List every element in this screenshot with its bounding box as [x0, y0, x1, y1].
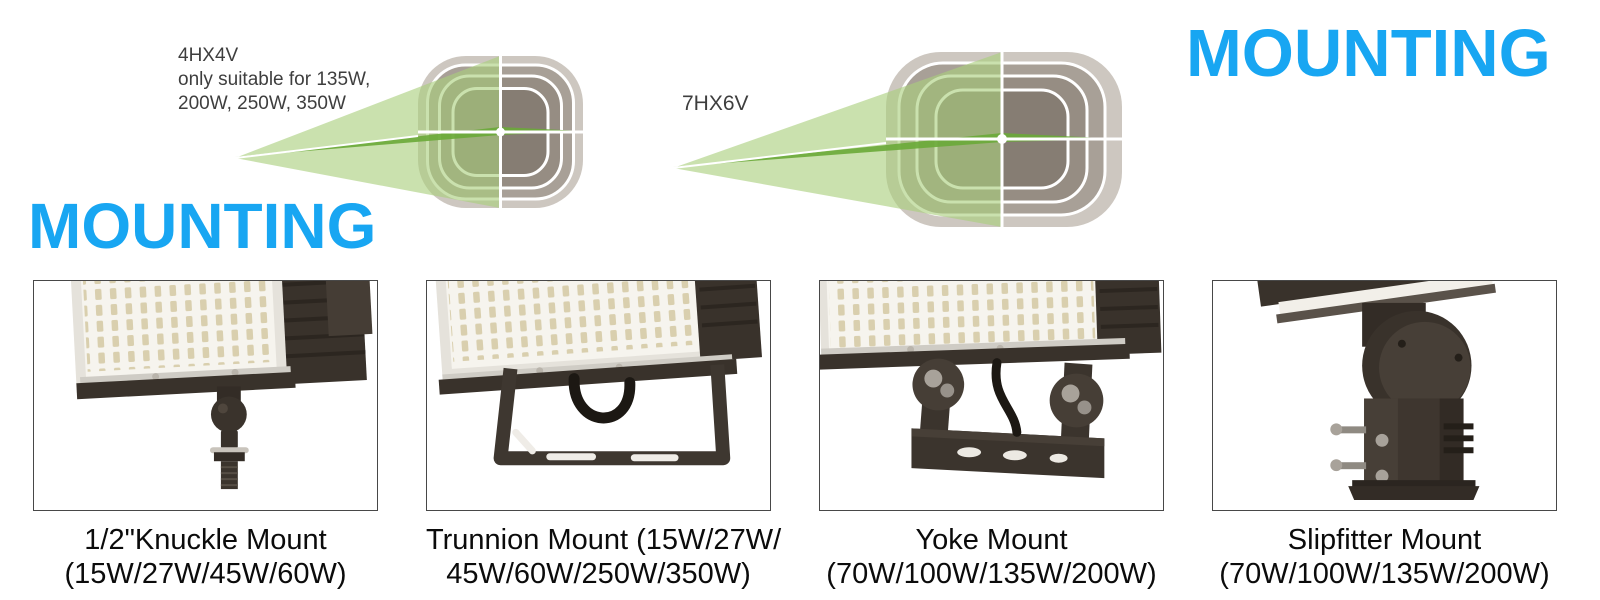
mount-caption-line: (70W/100W/135W/200W) [826, 558, 1157, 590]
mount-caption-line: Trunnion Mount (15W/27W/ [426, 524, 782, 556]
slipfitter-mount-photo [1212, 280, 1557, 511]
trunnion-mount-photo [426, 280, 771, 511]
knuckle-mount-image [70, 281, 373, 490]
mount-card-trunnion: Trunnion Mount (15W/27W/ 45W/60W/250W/35… [426, 280, 782, 591]
beam-label-7hx6v: 7HX6V [682, 92, 749, 115]
mount-caption-knuckle: 1/2"Knuckle Mount (15W/27W/45W/60W) [33, 523, 378, 591]
beam-diagram-4hx4v-cone [234, 56, 583, 208]
trunnion-mount-image [435, 281, 762, 466]
beam-diagram-4hx4v-crosshair [418, 56, 583, 208]
mounts-row: 1/2"Knuckle Mount (15W/27W/45W/60W) [33, 280, 1557, 591]
mount-caption-line: Yoke Mount [915, 524, 1068, 556]
mount-caption-line: 45W/60W/250W/350W) [446, 558, 751, 590]
mount-caption-line: 1/2"Knuckle Mount [84, 524, 327, 556]
mount-caption-line: Slipfitter Mount [1287, 524, 1482, 556]
mount-caption-line: (70W/100W/135W/200W) [1219, 558, 1550, 590]
mount-card-slipfitter: Slipfitter Mount (70W/100W/135W/200W) [1212, 280, 1557, 591]
beam-note-line: only suitable for 135W, [178, 69, 371, 90]
mount-caption-yoke: Yoke Mount (70W/100W/135W/200W) [819, 523, 1164, 591]
beam-note-line: 200W, 250W, 350W [178, 93, 346, 114]
beam-label-4hx4v: 4HX4V [178, 45, 239, 66]
beam-note-4hx4v: 4HX4V only suitable for 135W, 200W, 250W… [178, 44, 370, 116]
beam-diagram-7hx6v-cone [672, 52, 1122, 227]
beam-diagrams-graphic [234, 52, 1122, 227]
mount-caption-trunnion: Trunnion Mount (15W/27W/ 45W/60W/250W/35… [426, 523, 782, 591]
yoke-mount-image [820, 281, 1162, 479]
slipfitter-mount-image [1256, 281, 1517, 501]
mounting-title-left: MOUNTING [28, 190, 377, 262]
knuckle-mount-photo [33, 280, 378, 511]
mount-card-yoke: Yoke Mount (70W/100W/135W/200W) [819, 280, 1164, 591]
mount-caption-slipfitter: Slipfitter Mount (70W/100W/135W/200W) [1212, 523, 1557, 591]
mount-card-knuckle: 1/2"Knuckle Mount (15W/27W/45W/60W) [33, 280, 378, 591]
beam-diagram-7hx6v-crosshair [886, 52, 1122, 227]
yoke-mount-photo [819, 280, 1164, 511]
mount-caption-line: (15W/27W/45W/60W) [64, 558, 347, 590]
mounting-title-right: MOUNTING [1186, 16, 1551, 91]
